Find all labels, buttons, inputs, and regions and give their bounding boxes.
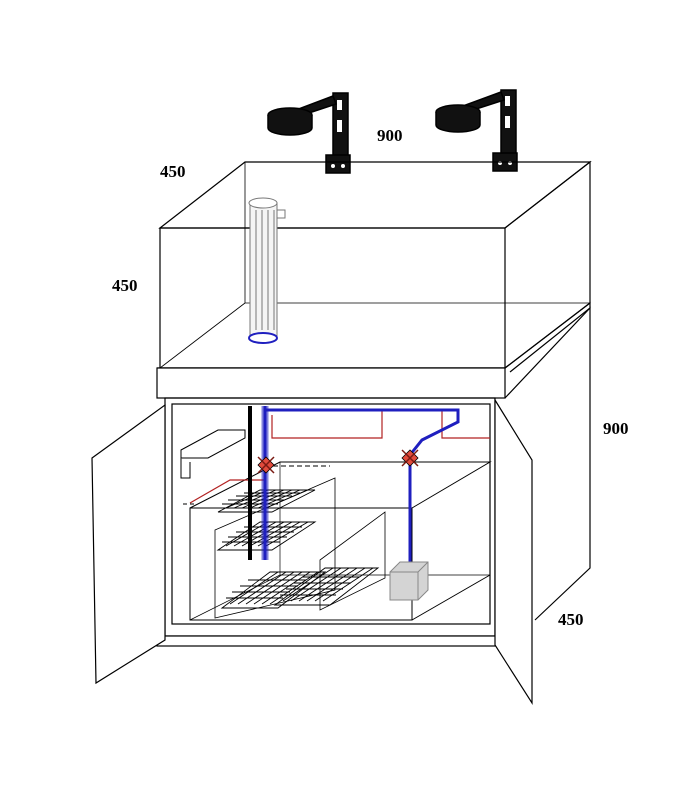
drain-pipes bbox=[271, 410, 490, 439]
tank-front bbox=[159, 227, 506, 369]
cabinet-stand bbox=[156, 301, 591, 647]
ball-valves bbox=[257, 449, 419, 474]
right-door bbox=[494, 397, 533, 706]
return-pipe bbox=[263, 406, 460, 570]
stand-top bbox=[156, 367, 506, 399]
tank-back-edges bbox=[244, 162, 590, 304]
dimension-tank-depth: 450 bbox=[160, 162, 186, 181]
light-lamp-body bbox=[435, 112, 481, 133]
tank-top bbox=[158, 161, 592, 229]
aquarium-tank bbox=[158, 160, 592, 369]
valve-right bbox=[401, 449, 419, 467]
filter-tray-lower-left bbox=[220, 571, 327, 609]
valve-left bbox=[257, 456, 275, 474]
open-doors bbox=[91, 397, 533, 706]
dimension-tank-height: 450 bbox=[112, 276, 138, 295]
dimension-tank-width: 900 bbox=[377, 126, 403, 145]
sump-filter bbox=[183, 461, 492, 621]
dimension-stand-height: 900 bbox=[603, 419, 629, 438]
light-clamp bbox=[325, 154, 351, 174]
dimension-stand-depth: 450 bbox=[558, 610, 584, 629]
light-fixture-right bbox=[435, 89, 518, 172]
stand-side bbox=[504, 306, 591, 621]
dosing-shelf bbox=[180, 429, 246, 479]
light-lamp-body bbox=[267, 115, 313, 136]
filter-tray-middle bbox=[216, 521, 317, 551]
filter-tray-lower-right bbox=[273, 567, 380, 606]
left-door bbox=[91, 403, 166, 685]
light-fixture-left bbox=[267, 92, 351, 174]
filter-trays bbox=[216, 489, 380, 609]
overflow-box bbox=[248, 197, 286, 344]
filter-tray-upper bbox=[217, 489, 316, 513]
tank-side bbox=[504, 160, 591, 369]
stand-base bbox=[156, 635, 506, 647]
return-pump bbox=[389, 561, 429, 601]
